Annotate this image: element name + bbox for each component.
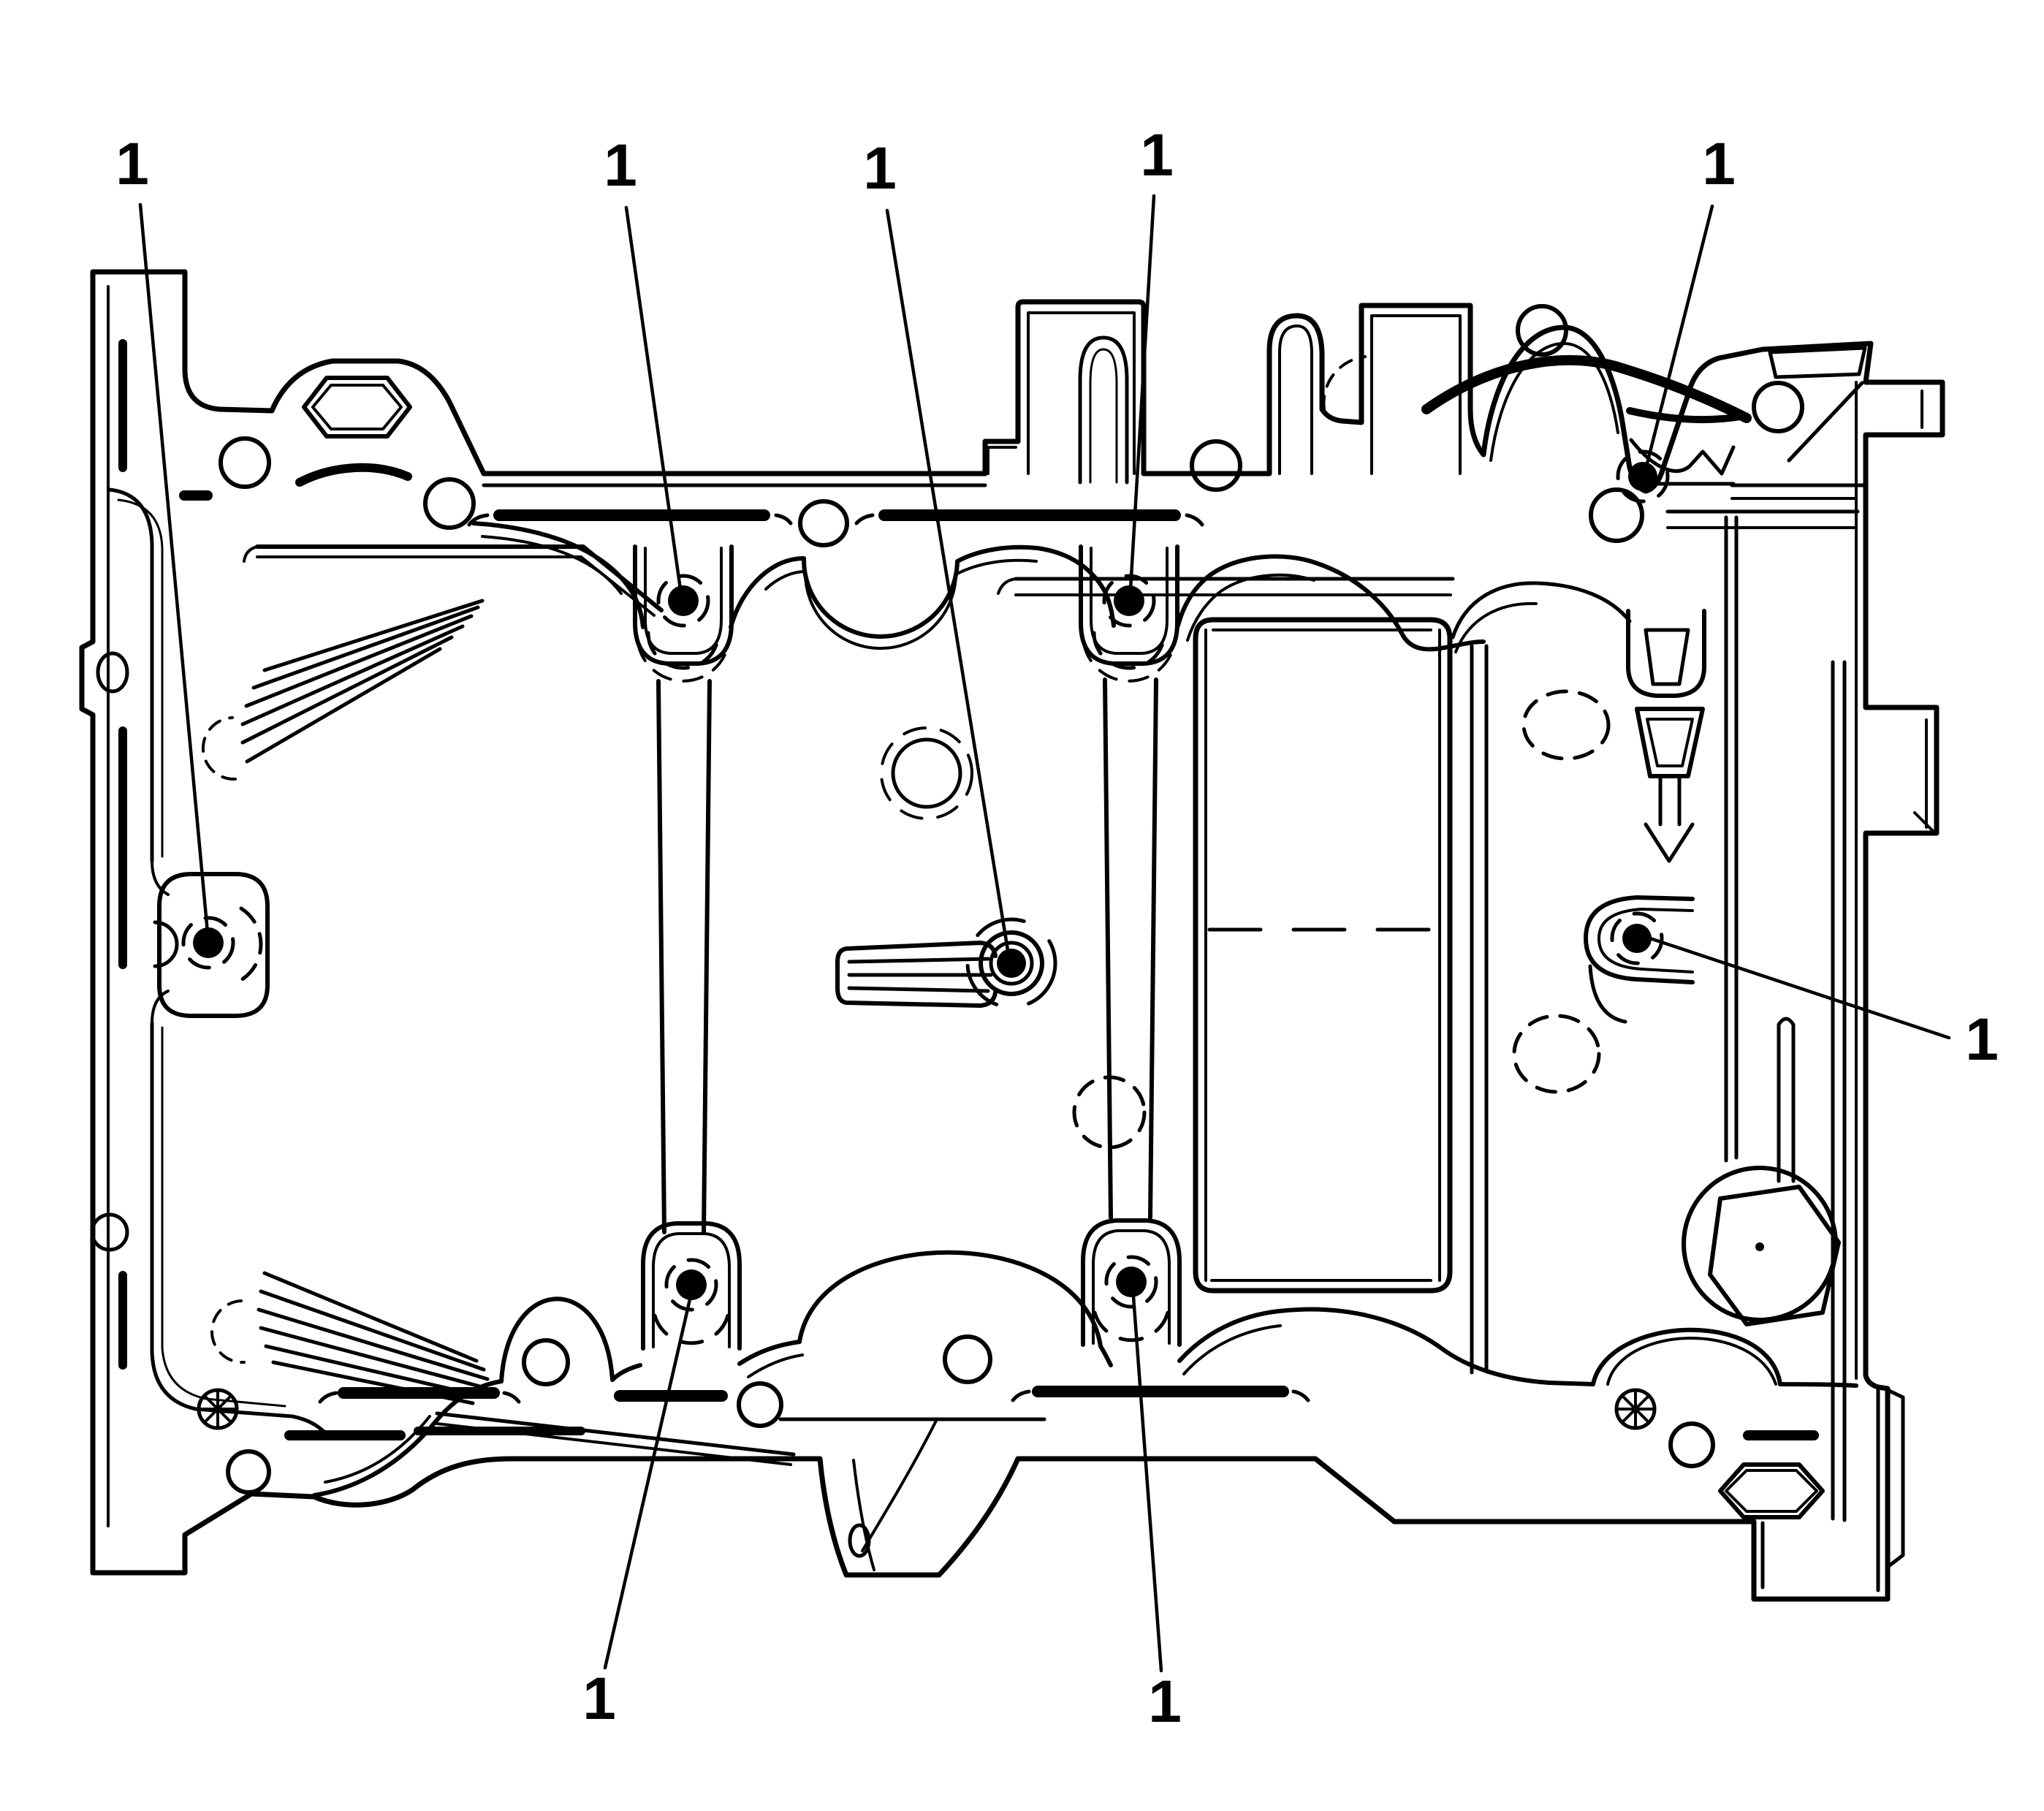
callout-top-right: 1 — [1644, 131, 1736, 468]
bolt-hole-top-right — [1616, 449, 1670, 504]
callout-bottom-right: 1 — [1131, 1294, 1182, 1735]
center-bracket-foot — [435, 1411, 1046, 1571]
bolt-hole-right — [1584, 895, 1695, 1024]
callout-top-left-label: 1 — [115, 131, 149, 197]
starburst-hole-right — [1614, 1388, 1657, 1430]
bolt-hole-bottom-2 — [1081, 1218, 1182, 1347]
callout-bottom-left-leader-line — [603, 1297, 692, 1670]
callout-top-center-label: 1 — [863, 135, 897, 202]
bottom-gasket-rail — [197, 1250, 1905, 1592]
callout-right-leader-line — [1644, 935, 1951, 1040]
engine-block-outline — [79, 269, 1945, 1602]
callout-top-right-leader-line — [1644, 204, 1714, 468]
callout-top-3-label: 1 — [1140, 122, 1174, 189]
callout-right: 1 — [1644, 935, 1999, 1073]
callout-top-right-label: 1 — [1702, 131, 1736, 197]
callout-top-3-leader-line — [1128, 194, 1156, 591]
right-region — [1470, 381, 1937, 1522]
callout-bottom-left-label: 1 — [582, 1666, 616, 1732]
callout-top-left: 1 — [115, 131, 210, 935]
bolt-hole-bottom-1 — [641, 1221, 742, 1351]
top-gasket-rail — [179, 376, 1868, 652]
callout-bottom-left: 1 — [582, 1297, 692, 1732]
callout-top-center: 1 — [863, 135, 1010, 952]
callout-right-label: 1 — [1965, 1006, 1999, 1073]
center-cylinder-barrel — [656, 577, 1632, 1294]
bolt-hole-left — [153, 872, 270, 1018]
callout-layer: 1 1 1 1 1 1 1 1 — [115, 122, 1999, 1735]
callout-bottom-right-leader-line — [1131, 1294, 1163, 1673]
callout-top-2: 1 — [604, 132, 683, 591]
starburst-hole-left — [197, 1388, 239, 1430]
bolt-hole-top-3 — [1079, 544, 1179, 683]
callout-top-center-leader-line — [885, 208, 1010, 952]
left-flange — [90, 285, 490, 1527]
top-protrusions — [987, 304, 1867, 486]
oil-pan-bolt-holes — [153, 449, 1695, 1351]
callout-top-2-leader-line — [624, 205, 683, 591]
bolt-hole-top-2 — [633, 544, 734, 683]
callout-top-2-label: 1 — [604, 132, 637, 199]
callout-top-3: 1 — [1128, 122, 1174, 591]
bolt-hole-center — [835, 917, 1057, 1009]
callout-bottom-right-label: 1 — [1148, 1668, 1182, 1735]
callout-top-left-leader-line — [138, 202, 210, 935]
